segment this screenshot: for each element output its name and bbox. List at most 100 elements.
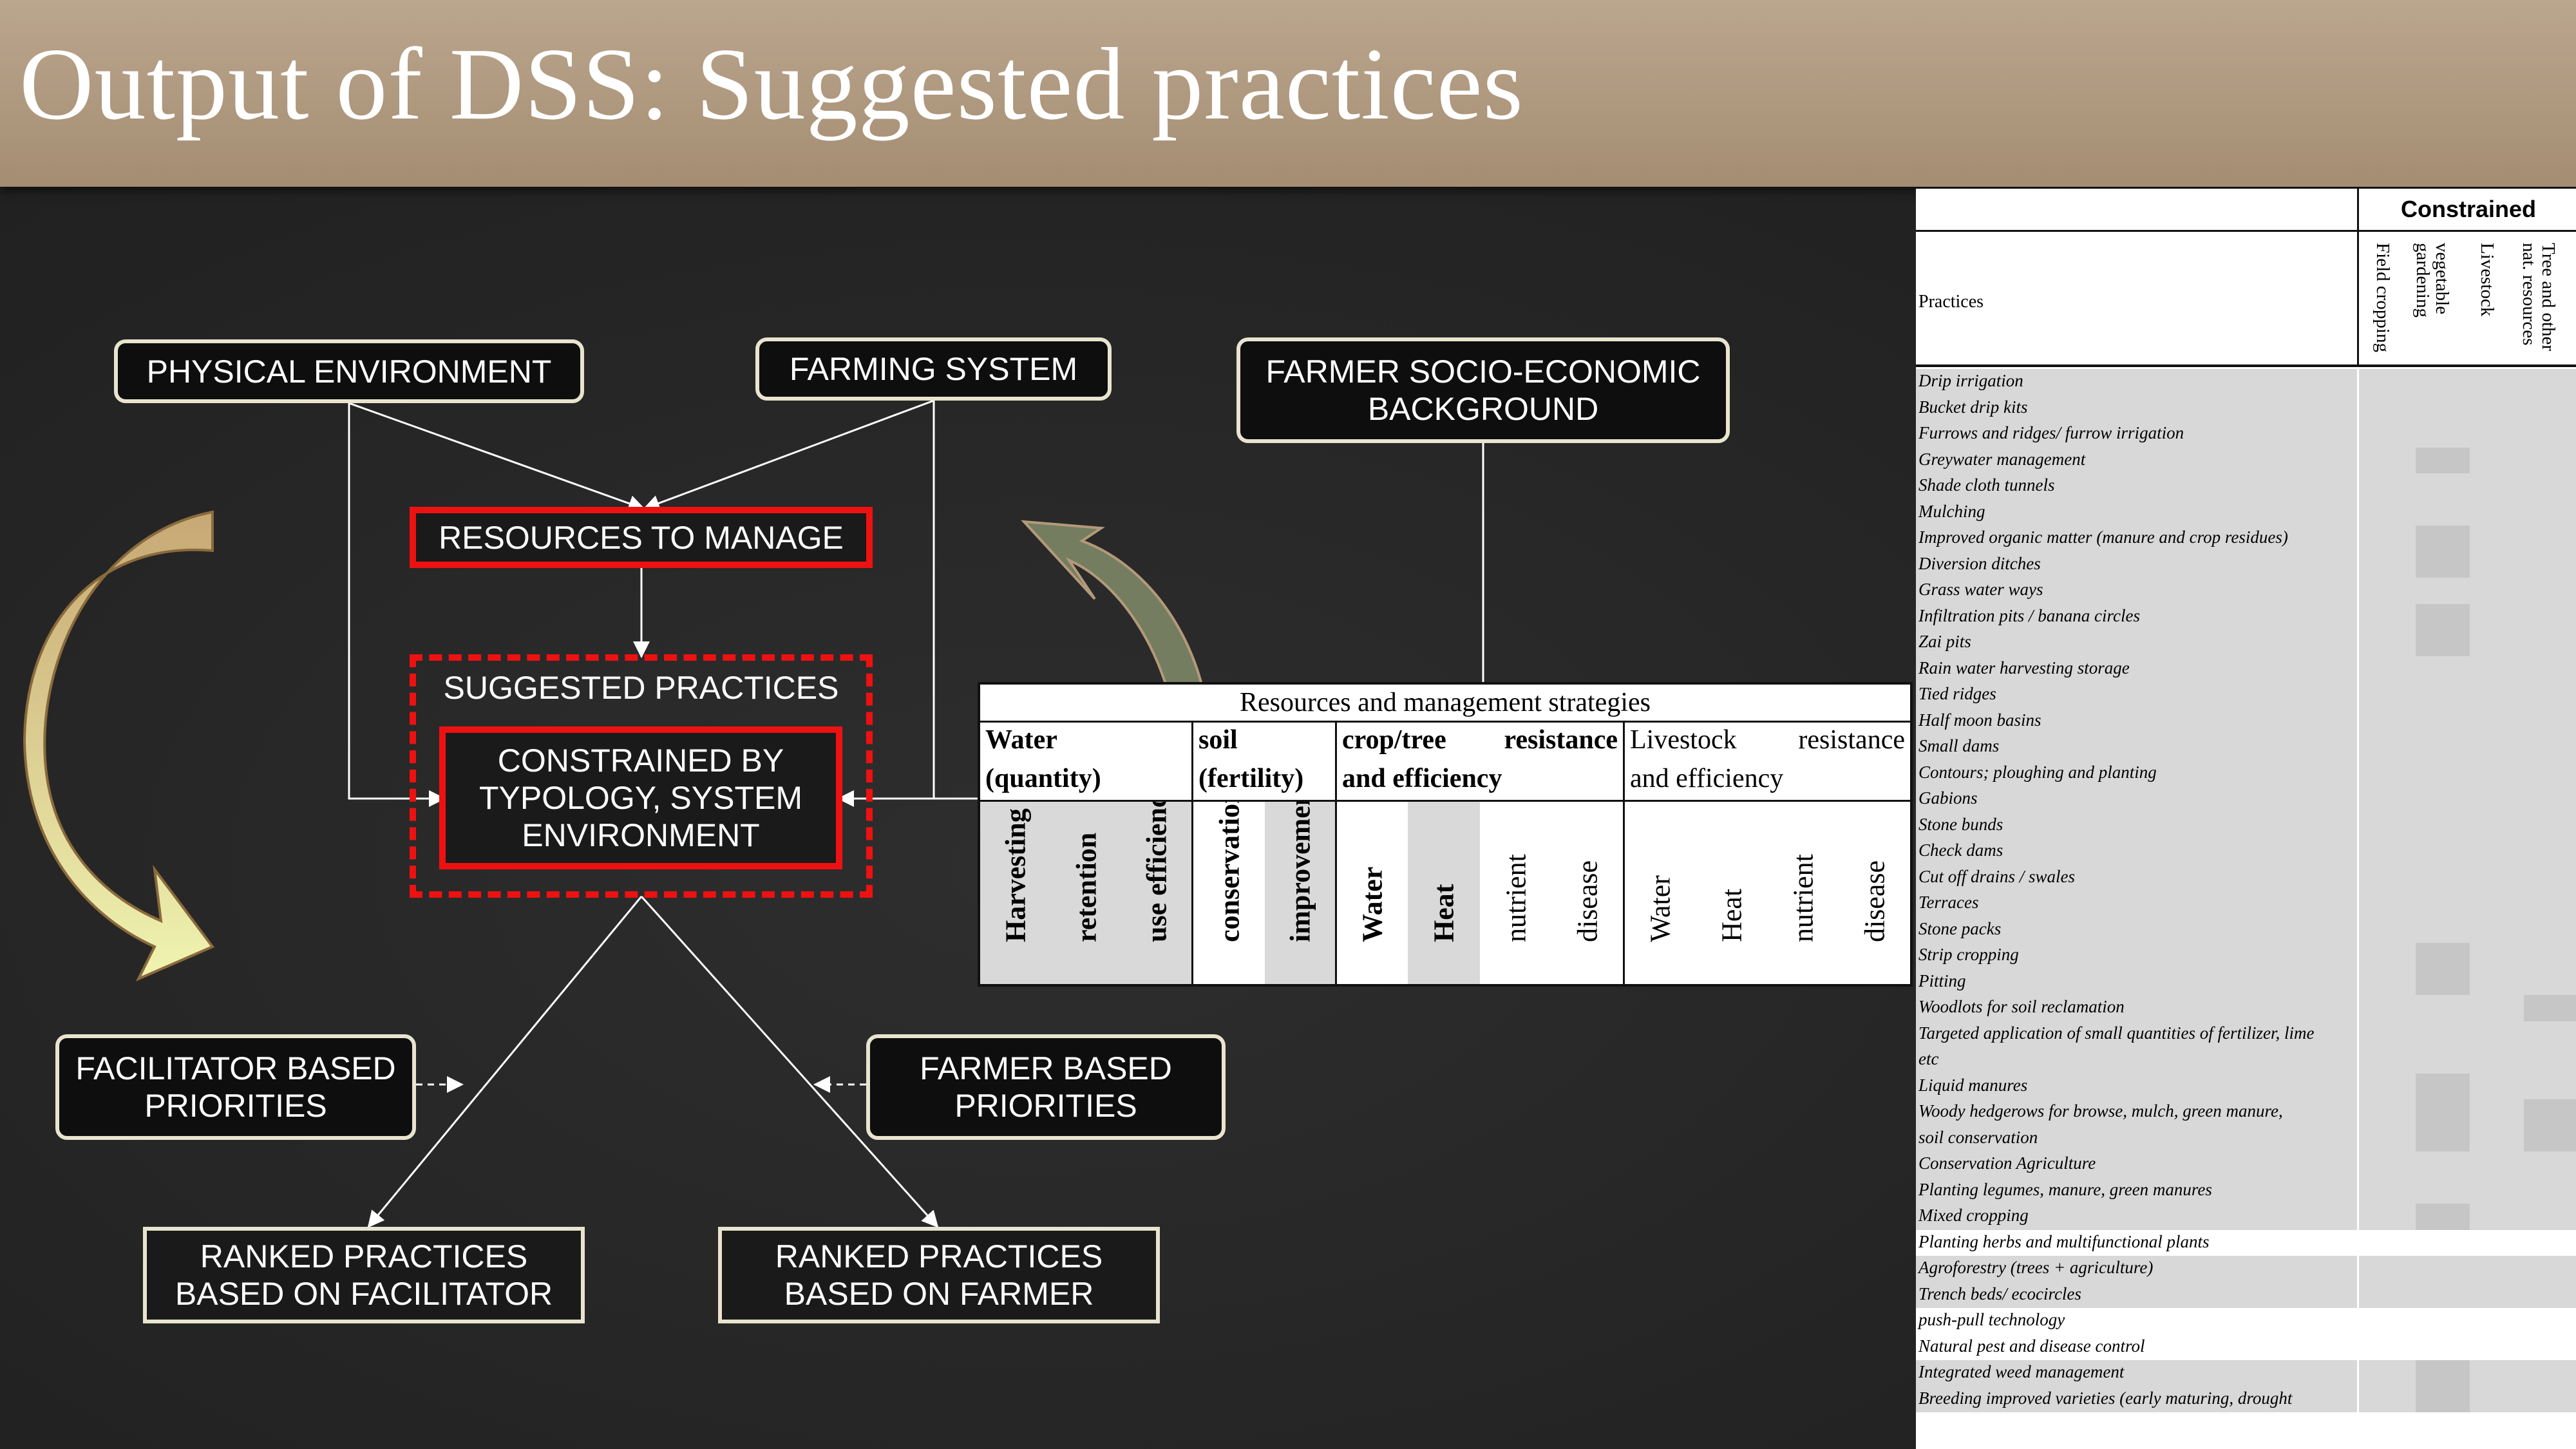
facilitator-priorities-box: FACILITATOR BASED PRIORITIES (55, 1034, 416, 1140)
practice-row: Furrows and ridges/ furrow irrigation (1918, 423, 2184, 442)
practice-row: Woody hedgerows for browse, mulch, green… (1918, 1101, 2283, 1121)
farming-system-box: FARMING SYSTEM (755, 337, 1112, 401)
physical-environment-box: PHYSICAL ENVIRONMENT (114, 339, 584, 403)
group-line2: and efficiency (1630, 764, 1784, 793)
practices-table: Constrained Practices Field cropping veg… (1916, 189, 2576, 1449)
strategy-col-label: Heat (1428, 884, 1460, 942)
constraint-cell (2416, 1360, 2470, 1412)
row-background (2359, 473, 2576, 500)
practice-row: Shade cloth tunnels (1918, 475, 2055, 495)
constraint-cell (2416, 1073, 2470, 1151)
row-background (1916, 1204, 2357, 1230)
col-field-cropping: Field cropping (2360, 243, 2405, 359)
row-background (1916, 395, 2357, 421)
practice-row: Stone packs (1918, 918, 2002, 938)
strategy-col-7: nutrient (1480, 802, 1552, 984)
strategy-col-10: Heat (1696, 802, 1768, 984)
row-background (1916, 786, 2357, 813)
strategy-col-9: Water (1625, 802, 1696, 984)
row-background (1916, 1125, 2357, 1151)
row-background (2359, 786, 2576, 813)
strategy-col-11: nutrient (1768, 802, 1839, 984)
constraint-cell (2524, 1099, 2576, 1151)
group-line2: (quantity) (985, 764, 1101, 793)
strategy-col-label: conservation (1213, 802, 1245, 942)
strategy-col-label: Heat (1716, 888, 1748, 942)
strategy-col-label: retention (1070, 832, 1103, 942)
constraint-cell (2524, 995, 2576, 1021)
practice-row: Cut off drains / swales (1918, 866, 2076, 886)
title-banner: Output of DSS: Suggested practices (0, 0, 2576, 187)
row-background (2359, 395, 2576, 421)
row-background (2359, 1151, 2576, 1178)
practice-row: Pitting (1918, 971, 1966, 990)
row-background (1916, 1073, 2357, 1099)
row-background (2359, 369, 2576, 395)
row-background (1916, 630, 2357, 656)
practice-row: Half moon basins (1918, 710, 2041, 730)
row-background (1916, 1047, 2357, 1074)
practice-row: Mulching (1918, 501, 1985, 521)
row-background (1916, 447, 2357, 473)
row-background (2359, 812, 2576, 838)
farmer-background-box: FARMER SOCIO-ECONOMIC BACKGROUND (1236, 337, 1730, 443)
row-background (1916, 526, 2357, 552)
strategy-col-3: conservation (1193, 802, 1265, 984)
col-label: Field cropping (2372, 243, 2393, 352)
constraint-cell (2416, 447, 2470, 473)
row-background (1916, 473, 2357, 500)
row-background (1916, 1360, 2357, 1387)
suggested-practices-title: SUGGESTED PRACTICES (419, 663, 864, 712)
strategies-table: Resources and management strategies Wate… (978, 682, 1913, 987)
practice-row: Tied ridges (1918, 684, 1996, 703)
practice-row: Terraces (1918, 893, 1979, 912)
group-line1a: Livestock (1630, 725, 1737, 755)
practice-row: Greywater management (1918, 449, 2086, 469)
row-background (1916, 603, 2357, 630)
strategy-col-4: improvement (1265, 802, 1337, 984)
ranked-farmer-label: RANKED PRACTICES BASED ON FARMER (775, 1238, 1103, 1312)
farming-system-label: FARMING SYSTEM (789, 351, 1078, 387)
line-farming-to-resources (643, 399, 934, 511)
practice-row: Agroforestry (trees + agriculture) (1918, 1258, 2154, 1277)
row-background (2359, 916, 2576, 943)
suggested-practices-frame (410, 654, 873, 898)
row-background (1916, 1282, 2357, 1308)
practice-row: Small dams (1918, 736, 2000, 755)
row-background (2359, 891, 2576, 917)
resources-to-manage-box: RESOURCES TO MANAGE (410, 507, 873, 568)
practice-row: Rain water harvesting storage (1918, 658, 2130, 677)
practice-row: soil conservation (1918, 1127, 2038, 1147)
group-line2: (fertility) (1198, 764, 1304, 793)
row-background (2359, 1021, 2576, 1047)
practice-row: Check dams (1918, 840, 2003, 860)
practice-row: Trench beds/ ecocircles (1918, 1283, 2081, 1303)
practice-row: etc (1918, 1049, 1939, 1068)
constraint-cell (2416, 603, 2470, 656)
strategy-col-6: Heat (1408, 802, 1480, 984)
practice-row: push-pull technology (1918, 1310, 2065, 1329)
row-background (1916, 916, 2357, 943)
col-label: Livestock (2477, 243, 2497, 317)
row-background (1916, 656, 2357, 682)
practice-row: Planting legumes, manure, green manures (1918, 1179, 2212, 1199)
row-background (1916, 1021, 2357, 1047)
constraint-cell (2416, 1204, 2470, 1230)
row-background (1916, 1386, 2357, 1412)
constrained-by-label: CONSTRAINED BY TYPOLOGY, SYSTEM ENVIRONM… (478, 743, 802, 853)
row-background (1916, 864, 2357, 891)
practice-row: Drip irrigation (1918, 371, 2023, 390)
strategy-col-12: disease (1839, 802, 1910, 984)
constrained-header: Constrained (2357, 189, 2576, 232)
row-background (1916, 812, 2357, 838)
farmer-background-label: FARMER SOCIO-ECONOMIC BACKGROUND (1265, 354, 1701, 427)
practices-header: Practices (1918, 292, 1984, 312)
row-background (2359, 838, 2576, 865)
practice-row: Mixed cropping (1918, 1206, 2029, 1225)
practice-row: Grass water ways (1918, 580, 2043, 599)
left-curved-arrow (23, 510, 215, 982)
line-to-ranked-farmer (640, 895, 939, 1228)
row-background (1916, 499, 2357, 526)
group-soil: soil (fertility) (1193, 721, 1337, 802)
